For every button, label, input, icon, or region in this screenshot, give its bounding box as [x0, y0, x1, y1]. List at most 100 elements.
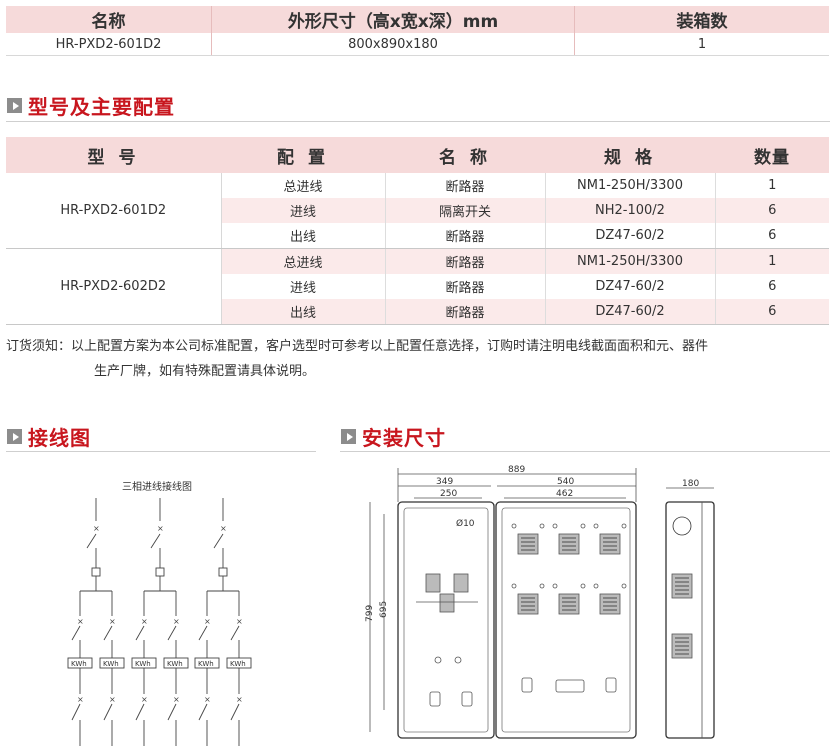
knock-out: [521, 677, 533, 693]
model-cell: HR-PXD2-601D2: [6, 173, 222, 249]
wiring-diagram: 三相进线接线图 ××KWh××KWh×××KWh××KWh×××KWh××KWh…: [67, 480, 252, 746]
dim-inner-left: 250: [440, 489, 457, 499]
meter-label: KWh: [103, 660, 119, 668]
dimension-table: 名称 外形尺寸（高x宽x深）mm 装箱数 HR-PXD2-601D2 800x8…: [6, 6, 829, 56]
isolator-box: [218, 567, 228, 577]
switch-mark: ×: [220, 524, 227, 533]
vent-block: [453, 573, 469, 593]
dim-depth: 180: [682, 479, 699, 489]
section-title-text: 型号及主要配置: [28, 95, 175, 119]
cell-spec: DZ47-60/2: [544, 223, 715, 249]
dim-left-part: 349: [436, 477, 453, 487]
cell-name: 断路器: [384, 223, 545, 249]
cell-spec: NM1-250H/3300: [544, 173, 715, 198]
cell-name: 隔离开关: [384, 198, 545, 223]
switch-mark: ×: [109, 617, 116, 626]
section-title-install: 安装尺寸: [341, 422, 446, 451]
table-row: 进线 断路器 DZ47-60/2 6: [6, 274, 829, 299]
cell-name: 断路器: [384, 299, 545, 325]
cell-config: 总进线: [283, 180, 323, 195]
enclosure-right-door: [495, 501, 637, 739]
cell-config: 出线: [221, 223, 385, 249]
cell-spec: DZ47-60/2: [544, 299, 715, 325]
cell-config: 进线: [289, 281, 316, 296]
meter-label: KWh: [230, 660, 246, 668]
cell-spec: NH2-100/2: [544, 198, 715, 223]
module-cutout: [599, 593, 621, 615]
table-row: HR-PXD2-601D2 总进线 断路器 NM1-250H/3300 1: [6, 173, 829, 249]
switch-blade: [86, 533, 97, 549]
switch-blade: [71, 625, 81, 641]
order-note: 订货须知：以上配置方案为本公司标准配置，客户选型时可参考以上配置任意选择，订购时…: [6, 334, 830, 384]
switch-mark: ×: [141, 617, 148, 626]
dim-inner-right: 462: [556, 489, 573, 499]
section-divider: [6, 121, 830, 122]
col-header-qty: 装箱数: [574, 6, 829, 33]
cell-config: 进线: [221, 198, 385, 223]
switch-blade: [213, 533, 224, 549]
dim-inner-height: 695: [379, 601, 389, 618]
dim-right-part: 540: [557, 477, 574, 487]
cell-qty: 1: [574, 33, 829, 56]
col-header-qty: 数量: [715, 137, 829, 173]
mount-hole: [621, 523, 627, 529]
section-title-text: 安装尺寸: [362, 426, 446, 450]
switch-mark: ×: [236, 617, 243, 626]
col-header-size: 外形尺寸（高x宽x深）mm: [211, 6, 575, 33]
mount-hole: [434, 656, 442, 664]
mount-hole: [580, 583, 586, 589]
mount-hole: [511, 583, 517, 589]
cell-name: 断路器: [384, 173, 545, 198]
cell-name: HR-PXD2-601D2: [6, 33, 212, 56]
enclosure-left-door: [397, 501, 495, 739]
cell-qty: 6: [714, 198, 829, 223]
module-cutout: [558, 533, 580, 555]
switch-mark: ×: [93, 524, 100, 533]
dim-width: 889: [508, 465, 525, 475]
meter-label: KWh: [71, 660, 87, 668]
mount-hole: [454, 656, 462, 664]
module-cutout: [599, 533, 621, 555]
cell-qty: 6: [714, 223, 829, 249]
switch-mark: ×: [204, 695, 211, 704]
knock-out: [461, 691, 473, 707]
section-title-config: 型号及主要配置: [7, 91, 175, 120]
vent-block: [439, 593, 455, 613]
cell-config: 出线: [221, 299, 385, 325]
switch-blade: [135, 703, 145, 721]
dimension-table-header: 名称 外形尺寸（高x宽x深）mm 装箱数: [6, 6, 829, 33]
switch-blade: [198, 703, 208, 721]
col-header-spec: 规 格: [545, 137, 715, 173]
switch-blade: [135, 625, 145, 641]
note-line-2: 生产厂牌，如有特殊配置请具体说明。: [94, 364, 316, 379]
knock-out: [429, 691, 441, 707]
switch-mark: ×: [236, 695, 243, 704]
switch-mark: ×: [141, 695, 148, 704]
section-divider: [340, 451, 830, 452]
mount-hole: [539, 523, 545, 529]
side-view-knob: [672, 516, 692, 536]
switch-mark: ×: [173, 617, 180, 626]
switch-mark: ×: [77, 695, 84, 704]
switch-blade: [230, 703, 240, 721]
arrow-bullet-icon: [7, 429, 22, 444]
col-header-config: 配 置: [221, 137, 385, 173]
meter-label: KWh: [198, 660, 214, 668]
mount-hole: [580, 523, 586, 529]
cell-config: 总进线: [221, 248, 385, 274]
switch-blade: [103, 625, 113, 641]
cell-qty: 6: [714, 299, 829, 325]
note-line-1: 订货须知：以上配置方案为本公司标准配置，客户选型时可参考以上配置任意选择，订购时…: [6, 339, 709, 354]
cell-name: 断路器: [384, 248, 545, 274]
mount-hole: [593, 523, 599, 529]
mount-hole: [511, 523, 517, 529]
table-row: HR-PXD2-601D2 800x890x180 1: [6, 33, 829, 56]
mount-hole: [552, 523, 558, 529]
side-vents: [671, 573, 693, 659]
table-row: HR-PXD2-602D2 总进线 断路器 NM1-250H/3300 1: [6, 248, 829, 325]
dim-height: 799: [365, 605, 375, 622]
col-header-name: 名 称: [385, 137, 545, 173]
col-header-model: 型 号: [6, 137, 221, 173]
arrow-bullet-icon: [7, 98, 22, 113]
config-table-header: 型 号 配 置 名 称 规 格 数量: [6, 137, 829, 173]
